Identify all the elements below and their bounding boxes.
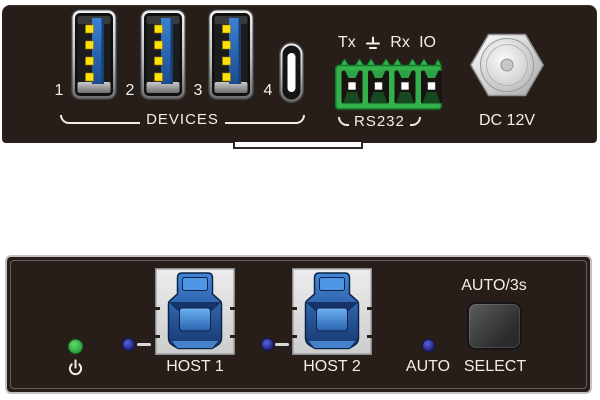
usb-a-port-3-icon (208, 9, 254, 100)
rs232-pin-labels: Tx Rx IO (338, 33, 436, 53)
port-number-1: 1 (54, 82, 64, 99)
devices-group-bracket: DEVICES (60, 111, 306, 128)
host1-led (122, 338, 135, 351)
rs232-tx-label: Tx (338, 34, 356, 51)
rs232-label: RS232 (354, 113, 405, 130)
front-panel: HOST 1 HOST 2 AUTO AUTO/3s SELECT (5, 255, 592, 394)
power-icon (68, 359, 83, 376)
dc-power-label: DC 12V (478, 112, 536, 129)
rs232-io-label: IO (419, 34, 436, 51)
usb-a-port-1-icon (71, 9, 117, 100)
earth-ground-icon (365, 35, 381, 49)
port-number-2: 2 (125, 82, 135, 99)
bracket-line-left (338, 117, 349, 126)
dc-power-jack-icon (470, 33, 544, 97)
host1-usb-b-port-icon (155, 268, 235, 355)
host2-label: HOST 2 (303, 358, 361, 375)
host1-led-dash (137, 343, 151, 346)
select-button (467, 302, 522, 350)
rs232-bracket: RS232 (338, 113, 421, 130)
host2-led (261, 338, 274, 351)
bracket-line-left (60, 115, 141, 124)
devices-group-label: DEVICES (146, 111, 219, 128)
host2-usb-b-port-icon (292, 268, 372, 355)
select-button-label: SELECT (463, 358, 527, 375)
host2-led-dash (275, 343, 289, 346)
auto-led (422, 339, 435, 352)
port-number-3: 3 (193, 82, 203, 99)
auto-led-label: AUTO (405, 358, 451, 375)
power-led (68, 339, 83, 354)
bracket-line-right (224, 115, 306, 124)
host1-label: HOST 1 (166, 358, 224, 375)
usb-c-port-4-icon (279, 42, 304, 103)
rs232-rx-label: Rx (390, 34, 410, 51)
usb-a-port-2-icon (140, 9, 186, 100)
chassis-tab (233, 142, 363, 149)
rear-panel: 1 2 3 4 DEVICES Tx Rx IO (2, 5, 597, 143)
select-mode-label: AUTO/3s (461, 277, 527, 294)
port-number-4: 4 (263, 82, 273, 99)
bracket-line-right (409, 117, 421, 126)
rs232-terminal-block-icon (335, 58, 442, 110)
